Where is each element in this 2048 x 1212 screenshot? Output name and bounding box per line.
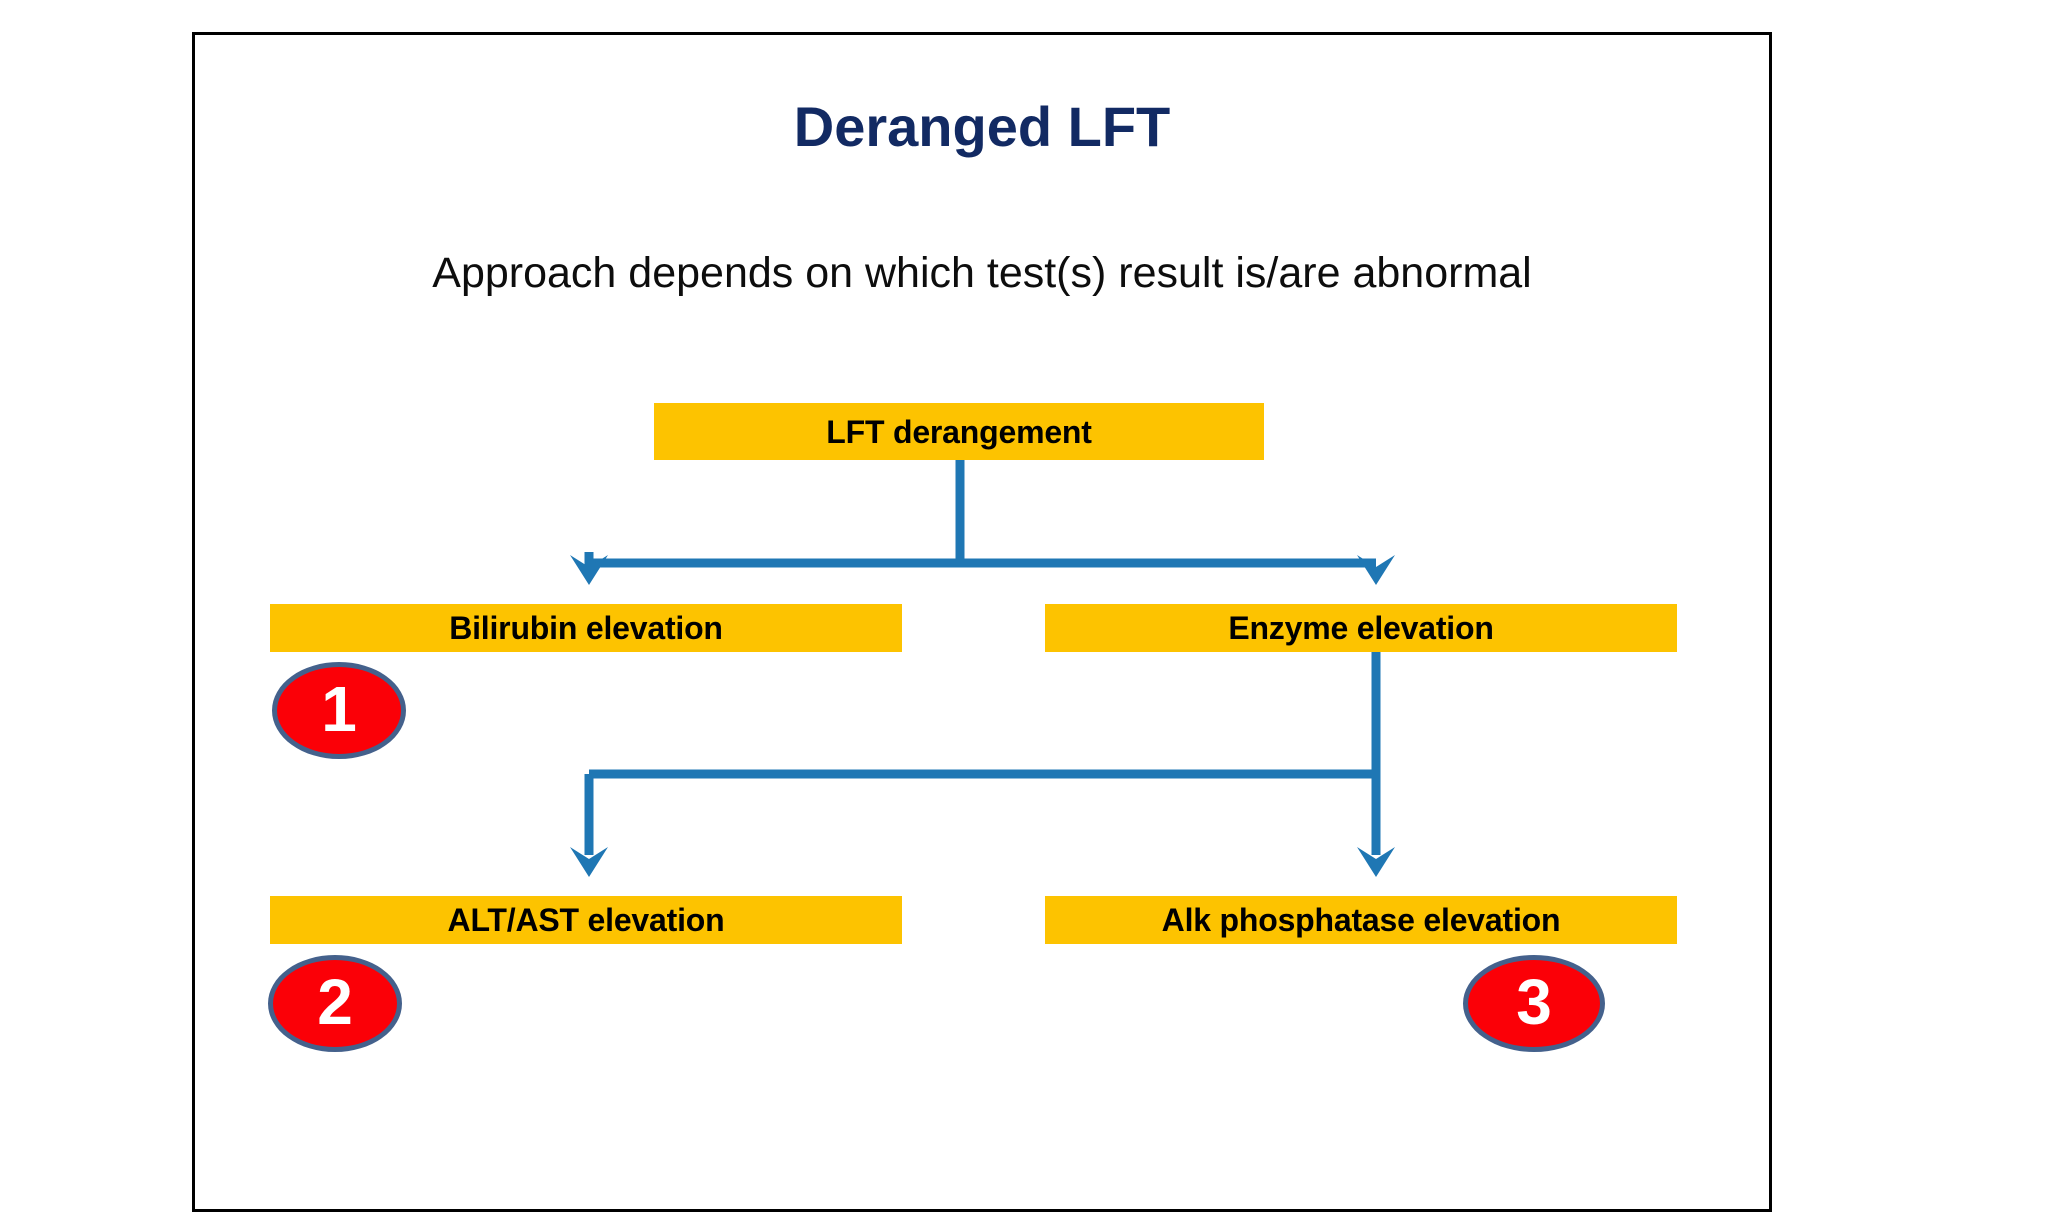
slide-canvas: Deranged LFT Approach depends on which t… [192,32,1772,1212]
flow-node-enzyme-elevation[interactable]: Enzyme elevation [1045,604,1677,652]
page-title: Deranged LFT [793,95,1171,158]
flow-node-alt-ast-elevation[interactable]: ALT/AST elevation [270,896,902,944]
step-badge-1: 1 [272,662,406,759]
step-badge-2: 2 [268,955,402,1052]
flow-node-lft-derangement[interactable]: LFT derangement [654,403,1264,460]
slide-subtitle: Approach depends on which test(s) result… [432,249,1532,297]
flow-node-bilirubin-elevation[interactable]: Bilirubin elevation [270,604,902,652]
flow-node-alk-phosphatase-elevation[interactable]: Alk phosphatase elevation [1045,896,1677,944]
step-badge-3: 3 [1463,955,1605,1052]
